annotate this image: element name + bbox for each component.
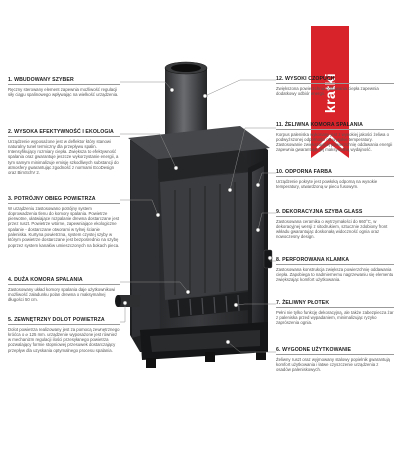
feature-5: 5. ZEWNĘTRZNY DOLOT POWIETRZA Dolot powi… [8,317,120,353]
feature-8: 8. PERFOROWANA KLAMKA Zastosowana konstr… [276,257,394,282]
feature-4: 4. DUŻA KOMORA SPALANIA Zastosowany ukła… [8,277,120,302]
feature-desc: Zastosowany układ komory spalania daje u… [8,286,116,303]
brand-logo-icon [316,134,344,149]
flue-pipe [164,61,208,138]
feature-2: 2. WYSOKA EFEKTYWNOŚĆ I EKOLOGIA Urządze… [8,129,120,176]
feature-6: 6. WYGODNE UŻYTKOWANIE Żeliwny ruszt ora… [276,347,394,372]
feature-desc: Ręczny sterowany element zapewnia możliw… [8,86,119,97]
feature-title: 9. DEKORACYJNA SZYBA GLASS [276,209,394,217]
feature-title: 3. POTRÓJNY OBIEG POWIETRZA [8,196,120,204]
feature-desc: Dolot powietrza realizowany jest za pomo… [8,326,120,353]
feature-11: 11. ŻELIWNA KOMORA SPALANIA Korpus palen… [276,122,394,153]
feature-title: 10. ODPORNA FARBA [276,169,394,177]
feature-desc: Urządzenie wyposażone jest w deflektor k… [8,138,119,176]
leader-lines-right [202,79,276,353]
feature-desc: Korpus paleniska wykonany jest z wysokie… [276,131,393,153]
feature-title: 12. WYSOKI CZOPUCH [276,76,394,84]
feature-title: 8. PERFOROWANA KLAMKA [276,257,394,265]
feature-desc: Zastosowana konstrukcja zwiększa powierz… [276,266,394,283]
grate-fence [168,292,248,318]
feature-12: 12. WYSOKI CZOPUCH Zwiększona powierzchn… [276,76,394,96]
feature-9: 9. DEKORACYJNA SZYBA GLASS Zastosowana c… [276,209,394,240]
feature-desc: Pełni nie tylko funkcję dekoracyjną, ale… [276,309,394,326]
feature-desc: Urządzenie pokryte jest powłoką odporną … [276,178,378,189]
feature-desc: Zastosowana ceramika o wytrzymałości do … [276,218,388,240]
feature-1: 1. WBUDOWANY SZYBER Ręczny sterowany ele… [8,77,120,97]
feature-desc: Zwiększona powierzchnia oddawania ciepła… [276,85,379,96]
feature-title: 11. ŻELIWNA KOMORA SPALANIA [276,122,394,130]
feature-title: 6. WYGODNE UŻYTKOWANIE [276,347,394,355]
feature-3: 3. POTRÓJNY OBIEG POWIETRZA W urządzeniu… [8,196,120,248]
feature-title: 2. WYSOKA EFEKTYWNOŚĆ I EKOLOGIA [8,129,120,137]
feature-desc: W urządzeniu zastosowano potrójny system… [8,205,120,248]
brand-ribbon [311,26,349,158]
feature-title: 5. ZEWNĘTRZNY DOLOT POWIETRZA [8,317,120,325]
feature-desc: Żeliwny ruszt oraz wyjmowany stalowy pop… [276,356,390,373]
leader-lines-left [120,81,191,323]
feature-7: 7. ŻELIWNY PŁOTEK Pełni nie tylko funkcj… [276,300,394,325]
feature-title: 7. ŻELIWNY PŁOTEK [276,300,394,308]
feature-title: 4. DUŻA KOMORA SPALANIA [8,277,120,285]
stove-body [115,126,273,368]
feature-10: 10. ODPORNA FARBA Urządzenie pokryte jes… [276,169,394,189]
feature-title: 1. WBUDOWANY SZYBER [8,77,120,85]
